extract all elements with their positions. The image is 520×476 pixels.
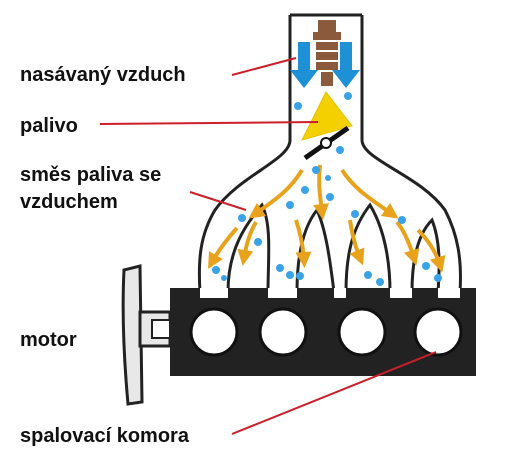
flywheel	[121, 264, 172, 406]
fuel-spray	[301, 91, 353, 141]
injector-icon	[313, 20, 341, 86]
air-flow-arrow-icon	[290, 42, 360, 88]
leader-lines	[99, 57, 437, 435]
label-intake-air: nasávaný vzduch	[20, 64, 186, 86]
combustion-chamber	[189, 307, 463, 357]
label-combustion-chamber: spalovací komora	[20, 425, 189, 447]
label-mixture-line1: směs paliva se	[20, 164, 162, 186]
label-fuel: palivo	[20, 115, 78, 137]
label-engine: motor	[20, 329, 77, 351]
label-mixture-line2: vzduchem	[20, 191, 118, 213]
fuel-droplet-icon	[212, 92, 442, 286]
throttle-valve-icon	[303, 125, 350, 161]
